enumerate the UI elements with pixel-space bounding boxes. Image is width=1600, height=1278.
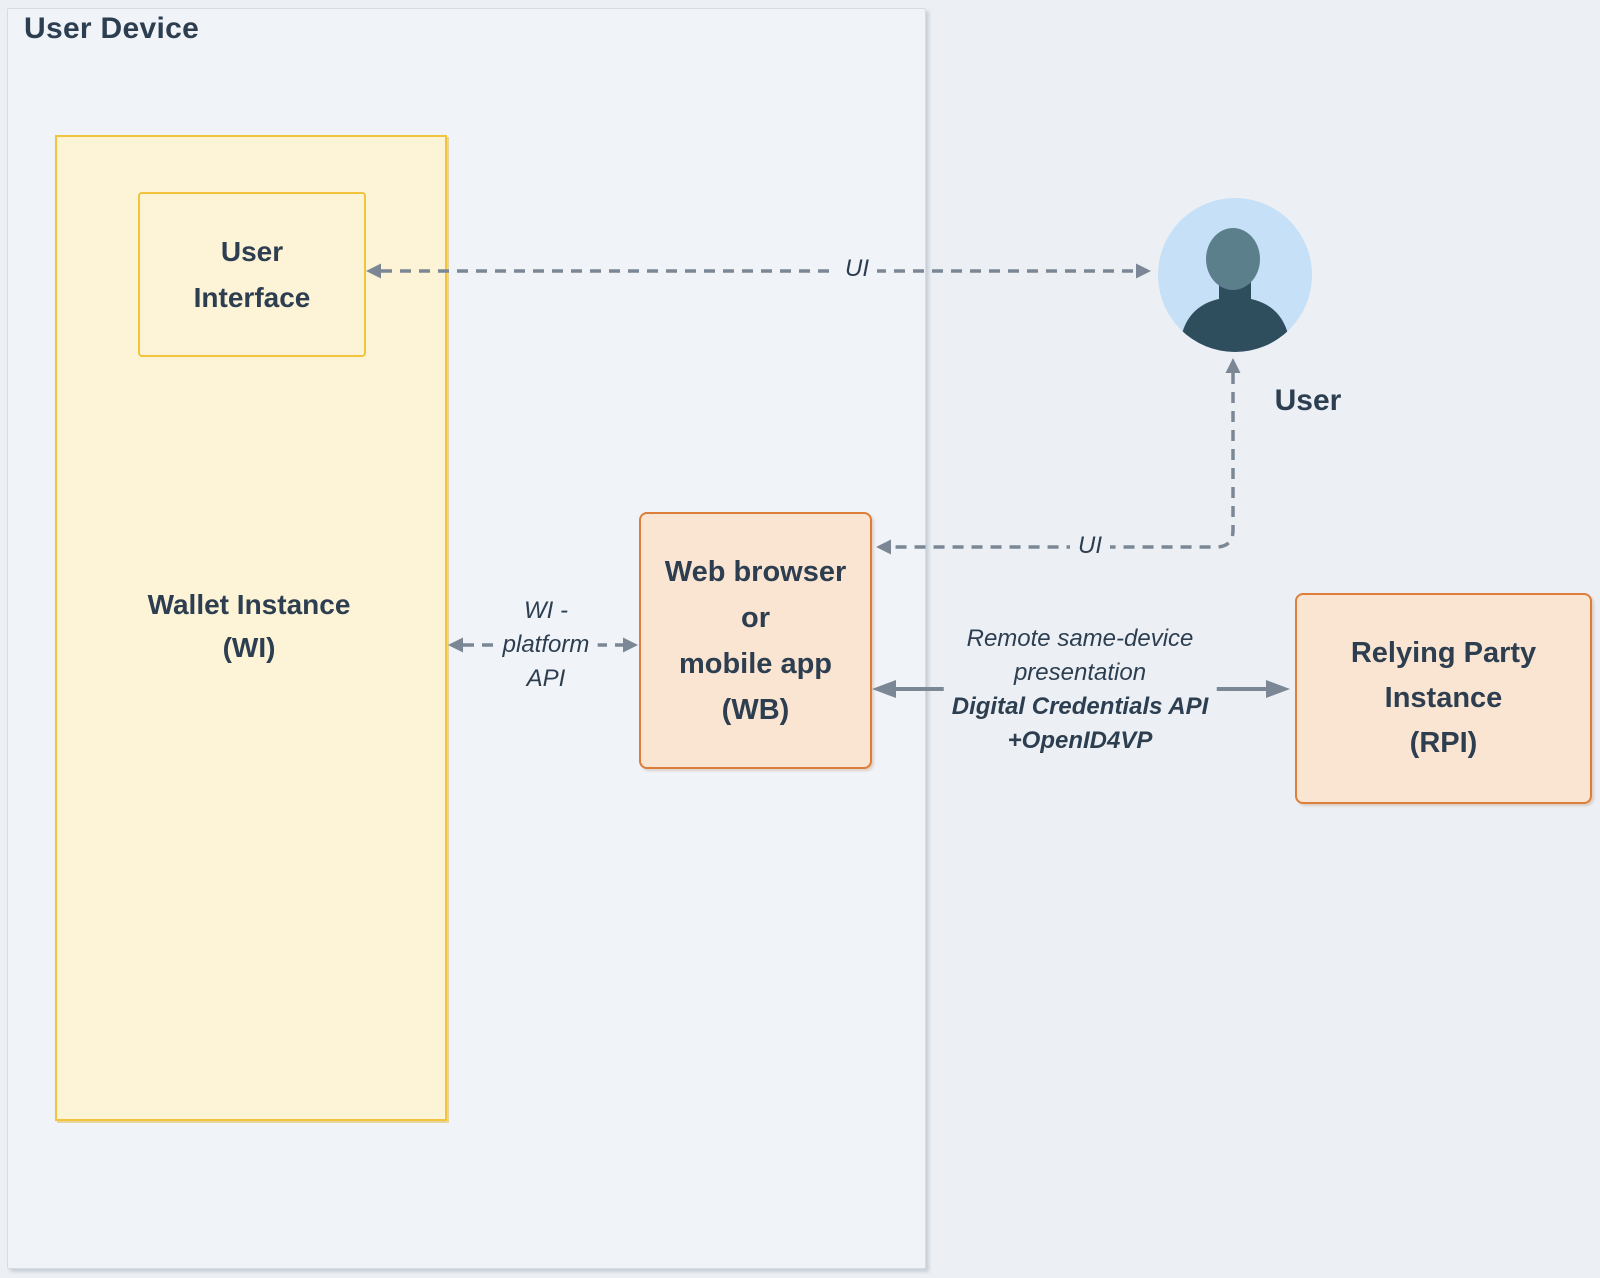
web-browser-label-line2: or [741,601,770,634]
presentation-line2: presentation [1013,659,1147,686]
edge-label-presentation: Remote same-device presentation Digital … [943,621,1217,759]
wi-platform-line3: API [526,665,566,692]
wallet-instance-label: Wallet Instance (WI) [55,583,443,669]
edge-label-wi-platform-api: WI - platform API [494,593,598,697]
edge-label-ui-top: UI [837,251,877,287]
web-browser-label-line4: (WB) [721,693,790,726]
wi-platform-line2: platform [502,631,590,658]
presentation-line1: Remote same-device [966,625,1194,652]
edge-user-wb [891,373,1235,549]
user-interface-label-line1: User [220,235,284,267]
presentation-line3: Digital Credentials API [951,693,1209,720]
user-interface-node: User Interface [138,192,366,357]
relying-party-label-line3: (RPI) [1409,727,1478,759]
user-avatar-icon [1158,198,1312,352]
wallet-instance-label-line2: (WI) [222,632,276,663]
wallet-instance-label-line1: Wallet Instance [147,589,351,620]
web-browser-node: Web browser or mobile app (WB) [639,512,872,769]
web-browser-label-line1: Web browser [664,555,847,588]
relying-party-node: Relying Party Instance (RPI) [1295,593,1592,804]
edge-label-ui-right: UI [1070,528,1110,564]
wi-platform-line1: WI - [524,597,568,624]
user-device-title: User Device [24,12,200,45]
relying-party-label-line1: Relying Party [1350,637,1537,669]
web-browser-label-line3: mobile app [678,647,833,680]
relying-party-label-line2: Instance [1384,682,1503,714]
user-actor-label: User [1274,384,1342,417]
presentation-line4: +OpenID4VP [1007,727,1153,754]
user-interface-label-line2: Interface [193,281,311,313]
